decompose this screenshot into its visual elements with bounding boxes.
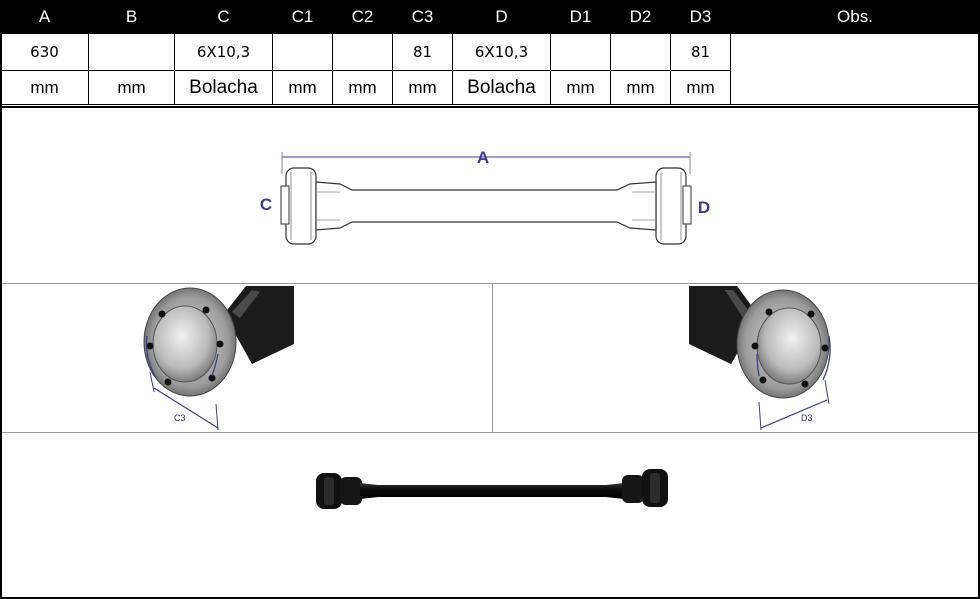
label-c: C (260, 195, 272, 214)
unit-a: mm (0, 70, 89, 105)
unit-d2: mm (610, 70, 671, 105)
col-header-c1: C1 (272, 0, 333, 34)
units-row: mm mm Bolacha mm mm mm Bolacha mm mm mm (0, 70, 980, 105)
shaft-body-outline (315, 181, 657, 231)
flange-c3-panel: C3 (2, 283, 493, 433)
unit-b: mm (88, 70, 175, 105)
shaft-diagram-panel: A C D (2, 106, 978, 284)
label-d3: D3 (801, 413, 813, 423)
unit-d1: mm (550, 70, 611, 105)
value-d3: 81 (670, 33, 731, 71)
value-c3: 81 (392, 33, 453, 71)
unit-d3: mm (670, 70, 731, 105)
label-d: D (698, 198, 710, 217)
label-a: A (477, 148, 489, 167)
label-c3: C3 (174, 413, 186, 423)
value-a: 630 (0, 33, 89, 71)
col-header-c3: C3 (392, 0, 453, 34)
header-row: A B C C1 C2 C3 D D1 D2 D3 Obs. (0, 0, 980, 34)
unit-d: Bolacha (452, 70, 551, 105)
col-header-obs: Obs. (730, 0, 980, 34)
product-photo-panel (2, 432, 978, 597)
unit-c: Bolacha (174, 70, 273, 105)
unit-c3: mm (392, 70, 453, 105)
col-header-c2: C2 (332, 0, 393, 34)
col-header-d: D (452, 0, 551, 34)
flange-d3-image: D3 (689, 286, 831, 431)
value-c: 6X10,3 (174, 33, 273, 71)
flange-c3-image: C3 (143, 286, 294, 431)
unit-c2: mm (332, 70, 393, 105)
driveshaft-photo (316, 469, 668, 509)
col-header-c: C (174, 0, 273, 34)
col-header-a: A (0, 0, 89, 34)
shaft-diagram: A C D (260, 148, 710, 245)
flange-d3-panel: D3 (493, 283, 978, 433)
value-d: 6X10,3 (452, 33, 551, 71)
col-header-d3: D3 (670, 0, 731, 34)
value-c2 (332, 33, 393, 71)
